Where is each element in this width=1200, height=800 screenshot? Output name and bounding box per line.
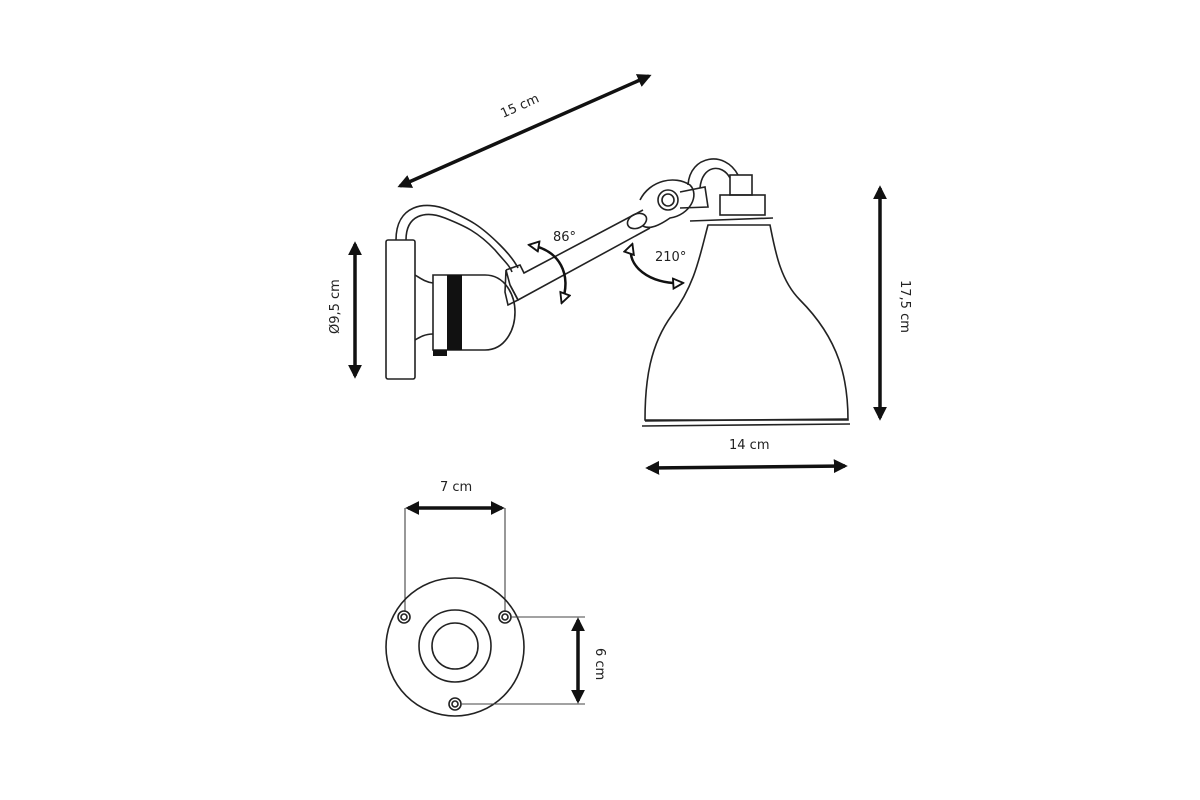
- base-diameter-label: Ø9,5 cm: [328, 279, 343, 334]
- shade-angle-indicator: 210°: [631, 245, 686, 283]
- shade-angle-label: 210°: [655, 250, 686, 265]
- socket-band: [447, 275, 462, 350]
- lamp-side-view: [385, 158, 851, 427]
- wall-plate: [385, 239, 416, 380]
- mounting-holes: [397, 610, 512, 711]
- arm-length-arrow: [397, 74, 652, 188]
- shade-width-dimension: 14 cm: [645, 438, 848, 475]
- shade-cable: [687, 158, 739, 186]
- joint: [639, 179, 695, 229]
- cable: [395, 204, 519, 269]
- arm-length-label: 15 cm: [499, 91, 542, 121]
- base-plate: [385, 577, 525, 717]
- height-label: 17,5 cm: [897, 280, 912, 333]
- base-front-view: 7 cm 6 cm: [385, 480, 607, 717]
- screw: [433, 350, 447, 356]
- shade-width-arrow: [645, 459, 848, 475]
- shade-angle-arrow: [631, 245, 682, 283]
- base-diameter-dimension: Ø9,5 cm: [328, 241, 362, 379]
- height-dimension: 17,5 cm: [873, 185, 912, 421]
- shade: [644, 224, 849, 421]
- hole-spacing-label: 6 cm: [592, 648, 607, 680]
- arm-angle-arrow: [530, 245, 565, 302]
- arm-angle-indicator: 86°: [530, 230, 576, 302]
- shade-width-label: 14 cm: [729, 438, 770, 453]
- arm-length-dimension: 15 cm: [397, 74, 652, 188]
- shade-cap: [719, 194, 766, 216]
- arm-angle-label: 86°: [553, 230, 576, 245]
- arm: [505, 209, 651, 302]
- socket-body: [432, 274, 516, 351]
- base-width-label: 7 cm: [440, 480, 472, 495]
- shade-rim: [641, 423, 851, 427]
